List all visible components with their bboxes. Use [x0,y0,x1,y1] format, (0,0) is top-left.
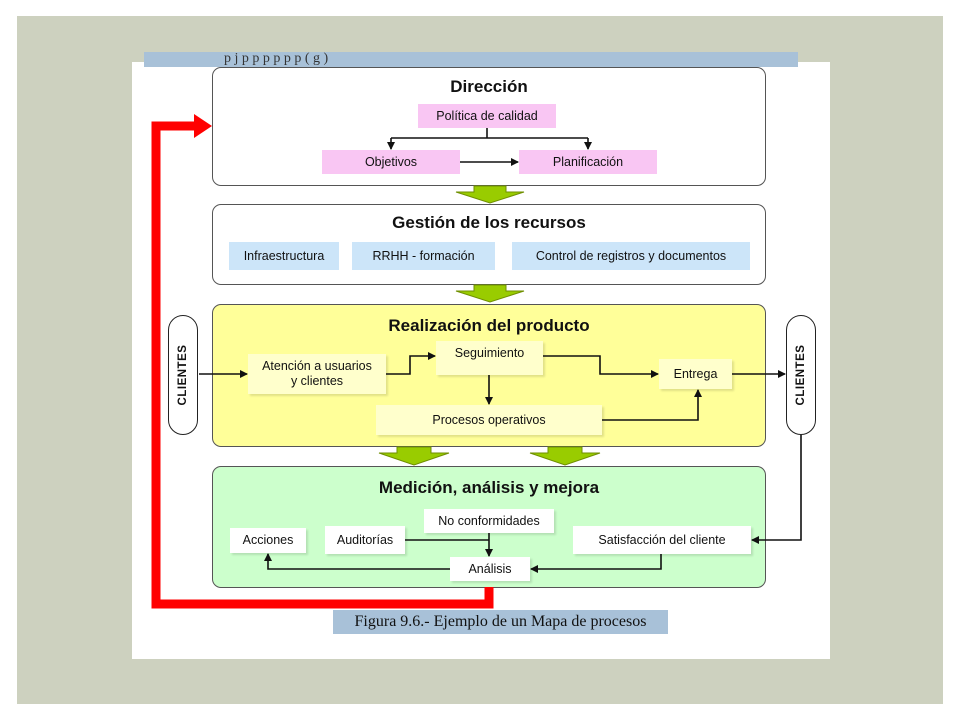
box-entrega: Entrega [659,359,732,389]
box-satisfaccion-cliente: Satisfacción del cliente [573,526,751,554]
clientes-left: CLIENTES [168,315,198,435]
figure-caption: Figura 9.6.- Ejemplo de un Mapa de proce… [333,610,668,634]
box-acciones: Acciones [230,528,306,553]
box-atencion-usuarios: Atención a usuarios y clientes [248,354,386,394]
cropped-header-text: p j p p p p p p ( g ) [224,52,329,66]
clientes-right: CLIENTES [786,315,816,435]
box-objetivos: Objetivos [322,150,460,174]
clientes-left-label: CLIENTES [177,344,189,406]
cropped-header-text-bar: p j p p p p p p ( g ) [144,52,798,67]
atencion-line-2: y clientes [290,374,344,388]
clientes-right-label: CLIENTES [795,344,807,406]
title-realizacion: Realización del producto [388,316,590,335]
box-control-registros: Control de registros y documentos [512,242,750,270]
box-planificacion: Planificación [519,150,657,174]
box-politica-calidad: Política de calidad [418,104,556,128]
title-direccion: Dirección [450,77,528,96]
atencion-line-1: Atención a usuarios [262,359,372,373]
box-seguimiento: Seguimiento [436,341,543,375]
box-analisis: Análisis [450,557,530,581]
box-infraestructura: Infraestructura [229,242,339,270]
box-auditorias: Auditorías [325,526,405,554]
box-rrhh-formacion: RRHH - formación [352,242,495,270]
box-procesos-operativos: Procesos operativos [376,405,602,435]
box-no-conformidades: No conformidades [424,509,554,533]
title-medicion: Medición, análisis y mejora [378,478,600,497]
title-gestion: Gestión de los recursos [392,213,586,232]
